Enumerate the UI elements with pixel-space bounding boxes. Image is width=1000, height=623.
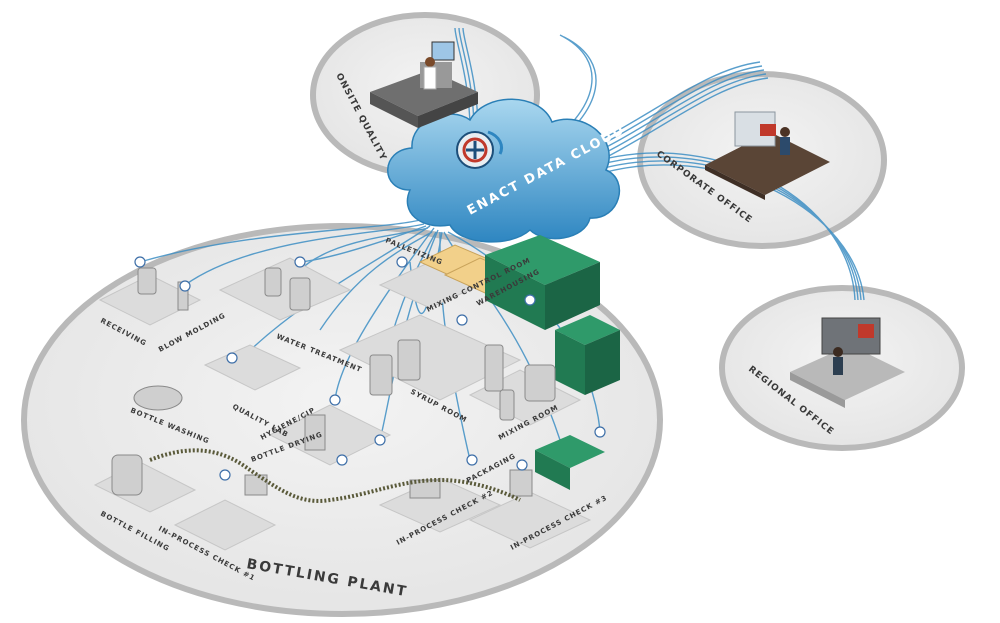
plant-floor [93,257,592,551]
location-pins [134,256,606,481]
bottle-conveyor [149,448,521,503]
corporate-office-desk [705,111,830,200]
enact-logo-icon [456,130,503,169]
regional-office-desk [790,317,905,408]
onsite-quality-station [370,41,478,128]
enact-data-cloud: ENACT DATA CLOUD [387,98,628,243]
warehouse-crates [485,235,620,490]
plant-equipment [111,267,556,499]
